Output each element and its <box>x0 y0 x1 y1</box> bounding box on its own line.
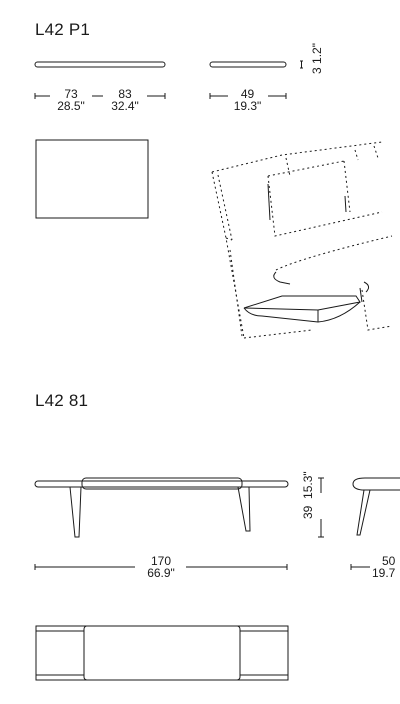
depth-dimension-lines <box>209 93 287 99</box>
panel-side-view <box>34 61 166 68</box>
panel-isometric-view <box>211 141 393 339</box>
panel-width-1-label: 73 28.5" <box>57 87 85 113</box>
bench-width-label: 170 66.9" <box>147 554 175 580</box>
width-dimension-lines <box>34 93 166 99</box>
bench-height-label: 39 15.3" <box>301 471 315 519</box>
bench-depth-label: 50 19.7 <box>372 554 396 580</box>
bench-depth-dimension-lines <box>350 564 370 570</box>
panel-top-view <box>35 139 149 219</box>
bench-height-dimension-lines <box>318 477 324 538</box>
panel-thickness-label: 3 1.2" <box>310 43 324 74</box>
bench-front-view <box>34 477 289 538</box>
thickness-dimension-lines <box>300 60 303 69</box>
panel-front-view <box>209 61 287 68</box>
bench-width-dimension-lines <box>34 564 288 570</box>
panel-depth-label: 49 19.3" <box>233 87 262 113</box>
product-title-panel: L42 P1 <box>35 20 91 39</box>
panel-width-2-label: 83 32.4" <box>111 87 139 113</box>
bench-top-view <box>35 625 289 681</box>
product-title-bench: L42 81 <box>35 391 89 410</box>
bench-side-view <box>352 477 400 536</box>
